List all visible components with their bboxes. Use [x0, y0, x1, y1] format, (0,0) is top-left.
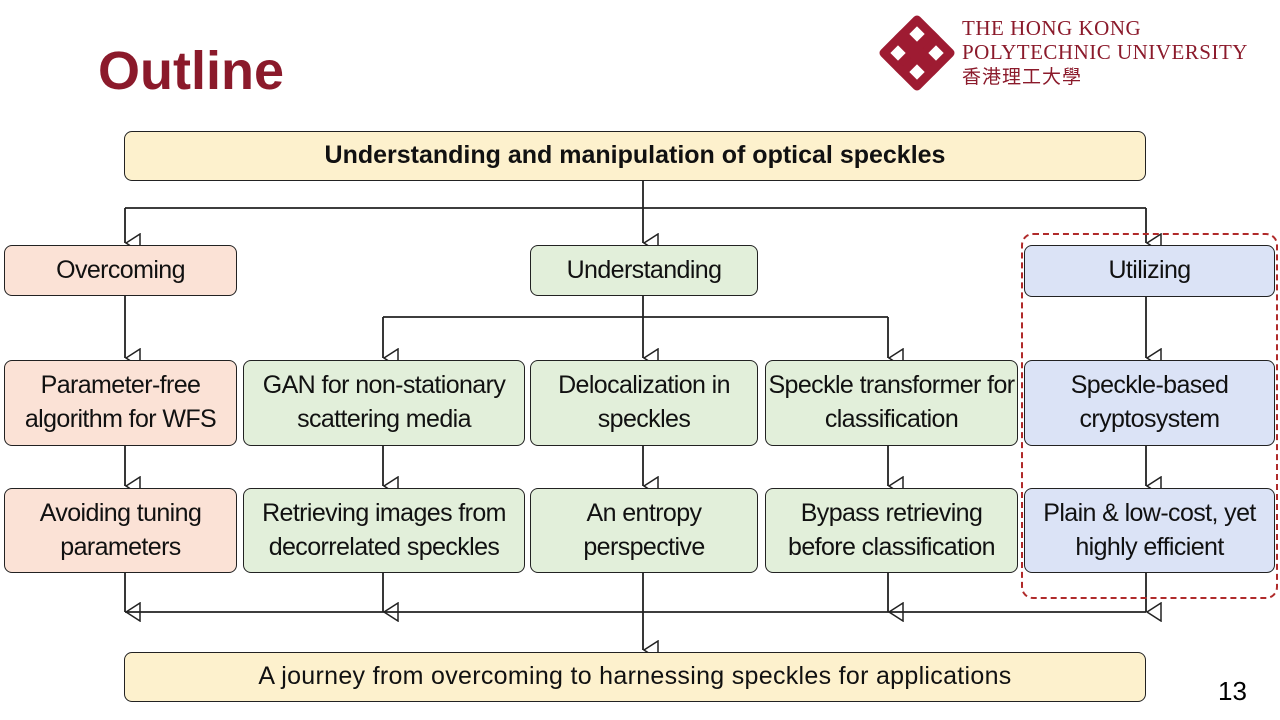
method-delocalization: Delocalization in speckles: [530, 360, 758, 446]
category-overcoming: Overcoming: [4, 245, 237, 296]
method-transformer: Speckle transformer for classification: [765, 360, 1018, 446]
top-theme-box: Understanding and manipulation of optica…: [124, 131, 1146, 181]
outcome-entropy: An entropy perspective: [530, 488, 758, 573]
outcome-retrieving: Retrieving images from decorrelated spec…: [243, 488, 525, 573]
bottom-conclusion-box: A journey from overcoming to harnessing …: [124, 652, 1146, 702]
category-utilizing: Utilizing: [1024, 245, 1275, 297]
outcome-bypass: Bypass retrieving before classification: [765, 488, 1018, 573]
outcome-plain: Plain & low-cost, yet highly efficient: [1024, 488, 1275, 573]
page-number: 13: [1218, 676, 1247, 706]
logo-line-3: 香港理工大學: [962, 67, 1083, 88]
utilizing-highlight: [1021, 233, 1278, 599]
university-logo: THE HONG KONG POLYTECHNIC UNIVERSITY 香港理…: [878, 14, 1268, 94]
slide-title: Outline: [98, 41, 284, 101]
method-gan: GAN for non-stationary scattering media: [243, 360, 525, 446]
category-understanding: Understanding: [530, 245, 758, 296]
logo-line-1: THE HONG KONG: [962, 16, 1142, 40]
outcome-tuning: Avoiding tuning parameters: [4, 488, 237, 573]
logo-line-2: POLYTECHNIC UNIVERSITY: [962, 40, 1248, 64]
method-wfs: Parameter-free algorithm for WFS: [4, 360, 237, 446]
method-cryptosystem: Speckle-based cryptosystem: [1024, 360, 1275, 446]
polyu-emblem-icon: [879, 15, 955, 91]
